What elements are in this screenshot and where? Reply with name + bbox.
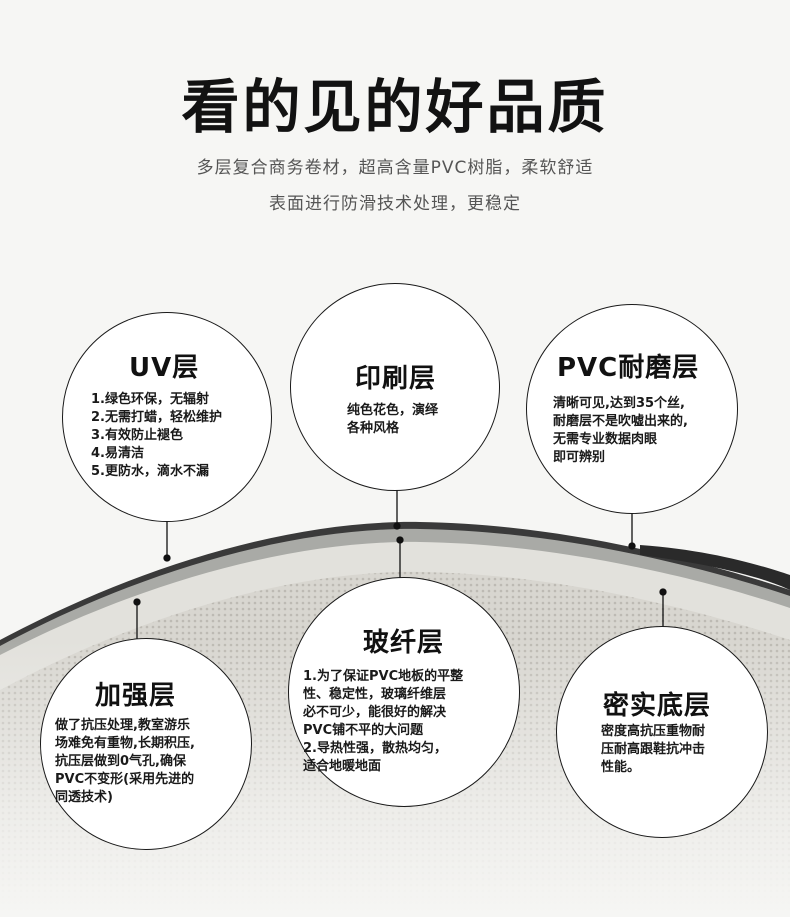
pvc-wear-layer-line: 即可辨别 <box>553 450 606 465</box>
reinforce-layer-line: 做了抗压处理,教室游乐 <box>55 718 190 733</box>
glass-fiber-layer-line: 适合地暖地面 <box>303 759 382 774</box>
print-layer-callout: 印刷层 纯色花色，演绎 各种风格 <box>290 283 500 491</box>
base-layer-callout: 密实底层 密度高抗压重物耐 压耐高跟鞋抗冲击 性能。 <box>556 626 768 838</box>
subtitle-line-2: 表面进行防滑技术处理，更稳定 <box>269 194 521 214</box>
glass-fiber-layer-description: 1.为了保证PVC地板的平整 性、稳定性，玻璃纤维层 必不可少，能很好的解决 P… <box>303 668 463 776</box>
subtitle-line-1: 多层复合商务卷材，超高含量PVC树脂，柔软舒适 <box>196 158 594 178</box>
pvc-wear-layer-line: 清晰可见,达到35个丝, <box>553 396 685 411</box>
uv-layer-line: 5.更防水，滴水不漏 <box>91 464 209 479</box>
glass-fiber-layer-line: 性、稳定性，玻璃纤维层 <box>303 687 447 702</box>
pvc-wear-layer-callout: PVC耐磨层 清晰可见,达到35个丝, 耐磨层不是吹嘘出来的, 无需专业数据肉眼… <box>526 304 738 514</box>
glass-fiber-layer-line: 必不可少，能很好的解决 <box>303 705 447 720</box>
reinforce-layer-line: 抗压层做到0气孔,确保 <box>55 754 186 769</box>
uv-layer-line: 3.有效防止褪色 <box>91 428 183 443</box>
reinforce-layer-title: 加强层 <box>95 681 177 711</box>
page-title: 看的见的好品质 <box>181 73 609 141</box>
print-layer-line: 各种风格 <box>347 421 400 436</box>
pvc-wear-layer-description: 清晰可见,达到35个丝, 耐磨层不是吹嘘出来的, 无需专业数据肉眼 即可辨别 <box>553 395 688 467</box>
reinforce-layer-line: 场难免有重物,长期积压, <box>55 736 195 751</box>
base-layer-description: 密度高抗压重物耐 压耐高跟鞋抗冲击 性能。 <box>601 723 705 777</box>
base-layer-line: 压耐高跟鞋抗冲击 <box>601 742 706 757</box>
base-layer-line: 密度高抗压重物耐 <box>601 724 706 739</box>
reinforce-layer-description: 做了抗压处理,教室游乐 场难免有重物,长期积压, 抗压层做到0气孔,确保 PVC… <box>55 717 195 807</box>
print-layer-title: 印刷层 <box>355 364 437 394</box>
base-layer-title: 密实底层 <box>603 691 712 721</box>
uv-layer-title: UV层 <box>129 353 200 383</box>
reinforce-layer-line: 同透技术) <box>55 790 113 805</box>
uv-layer-callout: UV层 1.绿色环保，无辐射 2.无需打蜡，轻松维护 3.有效防止褪色 4.易清… <box>62 312 272 522</box>
glass-fiber-layer-title: 玻纤层 <box>363 628 445 658</box>
uv-layer-line: 4.易清洁 <box>91 446 144 461</box>
uv-layer-line: 1.绿色环保，无辐射 <box>91 392 209 407</box>
print-layer-description: 纯色花色，演绎 各种风格 <box>347 402 438 438</box>
glass-fiber-layer-line: 1.为了保证PVC地板的平整 <box>303 669 464 684</box>
glass-fiber-layer-line: 2.导热性强，散热均匀， <box>303 741 447 756</box>
pvc-wear-layer-title: PVC耐磨层 <box>557 353 700 383</box>
uv-layer-line: 2.无需打蜡，轻松维护 <box>91 410 222 425</box>
print-layer-line: 纯色花色，演绎 <box>347 403 439 418</box>
reinforce-layer-line: PVC不变形(采用先进的 <box>55 772 195 787</box>
pvc-wear-layer-line: 耐磨层不是吹嘘出来的, <box>553 414 688 429</box>
uv-layer-description: 1.绿色环保，无辐射 2.无需打蜡，轻松维护 3.有效防止褪色 4.易清洁 5.… <box>91 391 222 481</box>
base-layer-line: 性能。 <box>601 760 641 775</box>
glass-fiber-layer-line: PVC铺不平的大问题 <box>303 723 424 738</box>
reinforce-layer-callout: 加强层 做了抗压处理,教室游乐 场难免有重物,长期积压, 抗压层做到0气孔,确保… <box>40 638 252 850</box>
glass-fiber-layer-callout: 玻纤层 1.为了保证PVC地板的平整 性、稳定性，玻璃纤维层 必不可少，能很好的… <box>288 577 520 807</box>
pvc-wear-layer-line: 无需专业数据肉眼 <box>553 432 658 447</box>
